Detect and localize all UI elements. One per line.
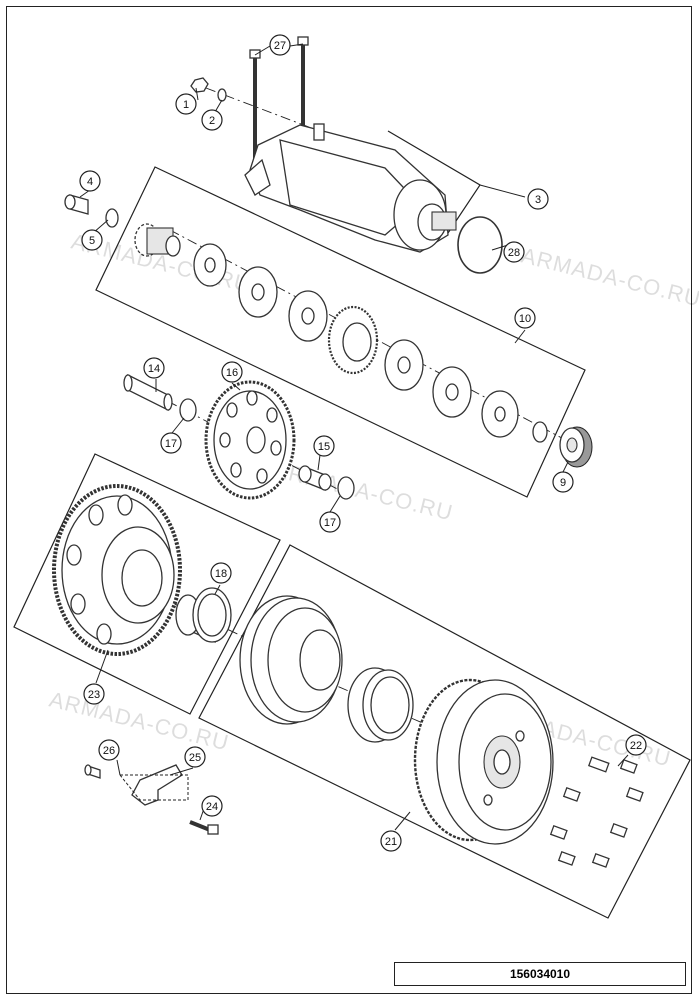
callout-24: 24: [201, 795, 223, 817]
drawing-frame: [6, 6, 692, 994]
rotor-bolts: [549, 756, 644, 868]
flywheel-plate: [239, 595, 343, 725]
svg-text:17: 17: [324, 517, 336, 529]
bushing-15: [298, 465, 332, 491]
o-ring: [457, 216, 503, 274]
svg-text:28: 28: [508, 247, 520, 259]
callout-4: 4: [79, 170, 101, 192]
svg-text:5: 5: [89, 235, 95, 247]
callout-2: 2: [201, 109, 223, 131]
watermark-3: ARMADA-CO.RU: [271, 457, 456, 526]
rotor: [413, 678, 554, 845]
callout-5: 5: [81, 229, 103, 251]
gear-set-box-10: [95, 166, 586, 498]
washer-17b: [337, 476, 355, 500]
callout-22: 22: [625, 734, 647, 756]
svg-text:22: 22: [630, 740, 642, 752]
callout-17b: 17: [319, 511, 341, 533]
svg-text:26: 26: [103, 745, 115, 757]
svg-text:2: 2: [209, 115, 215, 127]
callout-27: 27: [269, 34, 291, 56]
callout-28: 28: [503, 241, 525, 263]
freewheel-ring: [175, 587, 232, 644]
callout-25: 25: [184, 746, 206, 768]
callout-26: 26: [98, 739, 120, 761]
nut-and-washer: [190, 77, 227, 102]
svg-text:15: 15: [318, 441, 330, 453]
svg-text:16: 16: [226, 367, 238, 379]
svg-text:17: 17: [165, 438, 177, 450]
starter-axis: [205, 87, 331, 136]
callout-16: 16: [221, 361, 243, 383]
washer-17a: [179, 398, 197, 422]
svg-text:14: 14: [148, 363, 160, 375]
gear-box-23: [13, 453, 281, 715]
bearing: [559, 426, 593, 468]
callout-18: 18: [210, 562, 232, 584]
svg-text:18: 18: [215, 568, 227, 580]
pinion-gear: [134, 223, 181, 257]
svg-text:3: 3: [535, 194, 541, 206]
callout-15: 15: [313, 435, 335, 457]
callout-3: 3: [527, 188, 549, 210]
watermark-1: ARMADA-CO.RU: [519, 243, 699, 312]
callout-10: 10: [514, 307, 536, 329]
svg-text:1: 1: [183, 99, 189, 111]
shaft: [123, 373, 173, 412]
svg-text:25: 25: [189, 752, 201, 764]
svg-text:21: 21: [385, 836, 397, 848]
starter-ring-gear: [52, 484, 182, 656]
svg-text:4: 4: [87, 176, 93, 188]
callout-23: 23: [83, 683, 105, 705]
svg-text:27: 27: [274, 40, 286, 52]
idler-gear: [204, 380, 296, 500]
bushing-and-washer: [64, 194, 119, 228]
callout-17a: 17: [160, 432, 182, 454]
callout-1: 1: [175, 93, 197, 115]
svg-text:24: 24: [206, 801, 218, 813]
bracket-assembly: [84, 764, 219, 835]
diagram-code: 156034010: [394, 962, 686, 986]
gear-set-parts: [193, 243, 548, 443]
starter-motor: [244, 123, 457, 253]
svg-text:10: 10: [519, 313, 531, 325]
svg-text:9: 9: [560, 477, 566, 489]
starter-bolts: [249, 36, 309, 160]
svg-text:23: 23: [88, 689, 100, 701]
callout-21: 21: [380, 830, 402, 852]
callout-9: 9: [552, 471, 574, 493]
callout-14: 14: [143, 357, 165, 379]
flywheel-box-21: [198, 544, 691, 919]
freewheel-hub: [347, 667, 414, 743]
